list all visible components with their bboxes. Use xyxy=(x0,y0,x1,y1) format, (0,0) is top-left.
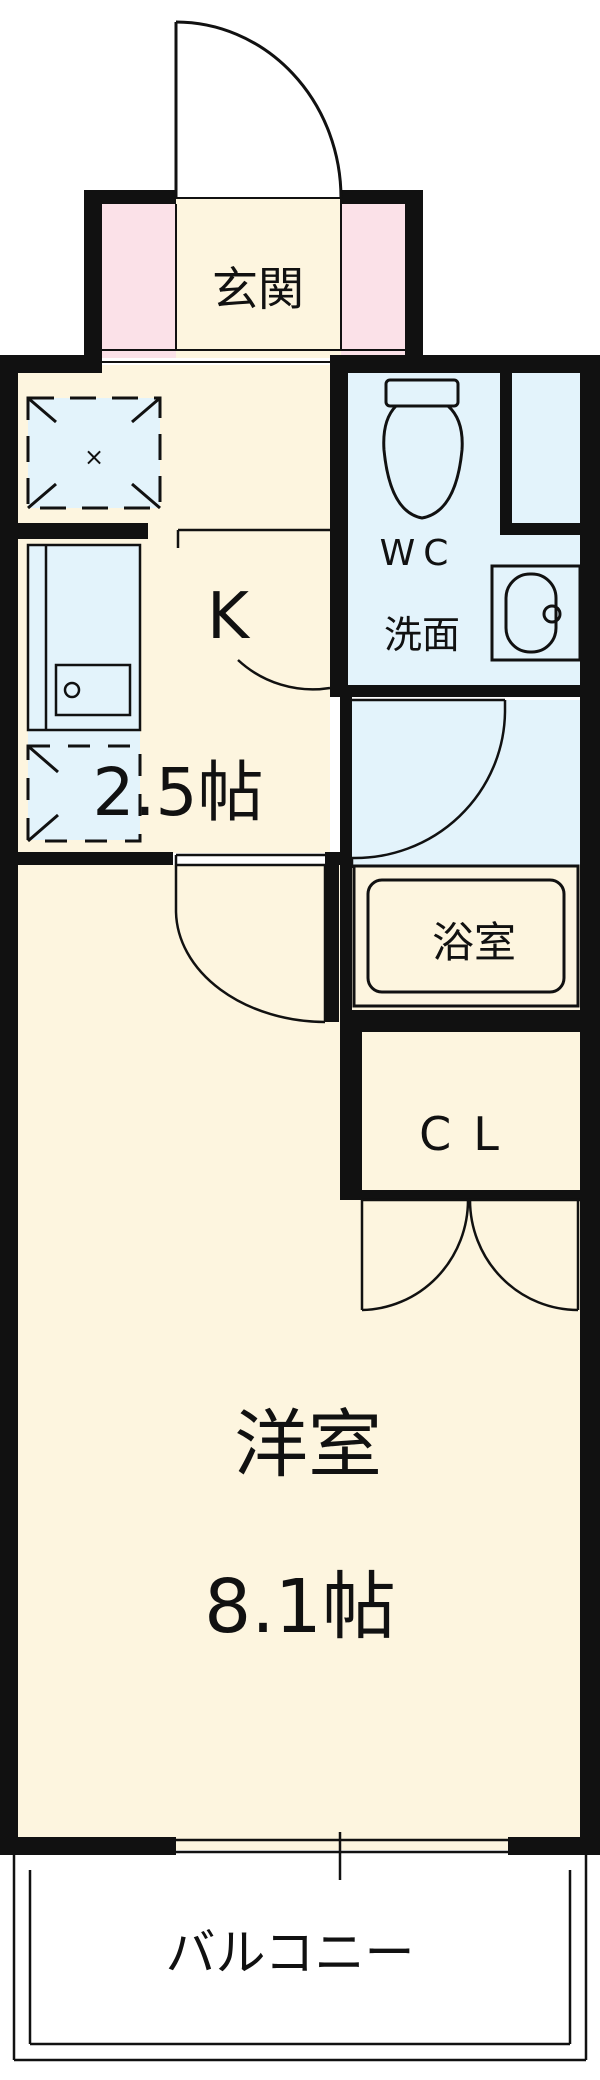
refrigerator-space-icon xyxy=(26,744,142,843)
balcony-railing xyxy=(12,1855,588,2062)
kitchen-size-label: 2.5帖 xyxy=(93,754,264,831)
balcony-label: バルコニー xyxy=(166,1924,415,1982)
room-door xyxy=(174,853,327,1024)
bathtub-icon xyxy=(352,864,580,1008)
closet-label: CL xyxy=(419,1107,521,1161)
ventilation-fan-icon: × xyxy=(26,396,162,510)
entrance-door xyxy=(174,20,343,199)
balcony-window xyxy=(176,1832,508,1880)
western-room-label: 洋室 xyxy=(234,1402,382,1488)
wc-door xyxy=(176,528,331,691)
wash-basin-icon xyxy=(490,564,582,662)
entrance-step xyxy=(176,198,341,358)
bath-door xyxy=(350,698,507,868)
wc-label: WC xyxy=(380,533,457,574)
sink-icon xyxy=(26,543,142,732)
svg-text:×: × xyxy=(84,443,104,471)
kitchen-label: K xyxy=(207,580,251,654)
toilet-icon xyxy=(382,378,464,520)
washroom-label: 洗面 xyxy=(384,613,460,657)
entrance-label: 玄関 xyxy=(212,262,304,316)
bath-label: 浴室 xyxy=(432,918,516,967)
western-size-label: 8.1帖 xyxy=(204,1564,396,1650)
closet-door xyxy=(360,1198,580,1312)
